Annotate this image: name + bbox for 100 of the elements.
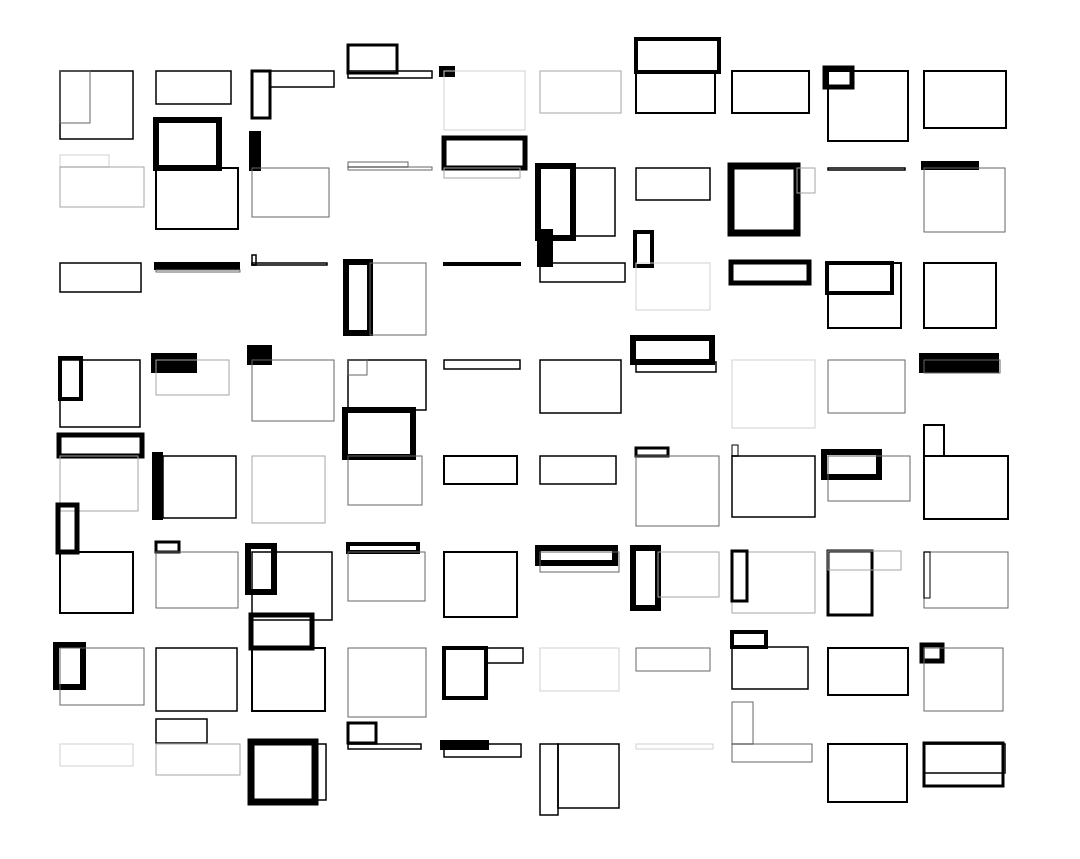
rectangle-outline: [635, 743, 714, 750]
filled-bar: [247, 345, 272, 365]
rectangle-outline: [247, 738, 319, 806]
rectangle-outline: [443, 70, 526, 131]
rectangle-outline: [727, 162, 801, 237]
rectangle-outline: [539, 647, 620, 692]
rectangle-outline: [827, 455, 911, 502]
rectangle-outline: [485, 647, 524, 664]
rectangle-outline: [250, 69, 272, 120]
rectangle-outline: [923, 551, 1009, 609]
rectangle-outline: [251, 359, 335, 422]
rectangle-outline: [635, 647, 711, 672]
rectangle-outline: [731, 701, 754, 745]
rectangle-outline: [635, 71, 716, 114]
rectangle-outline: [155, 551, 239, 609]
rectangle-outline: [369, 262, 427, 336]
rectangle-outline: [251, 455, 326, 524]
rectangle-outline: [314, 743, 327, 801]
rectangle-outline: [56, 432, 145, 459]
rectangle-outline: [251, 647, 326, 712]
rectangle-outline: [155, 269, 241, 273]
rectangle-outline: [827, 167, 906, 171]
rectangle-outline: [58, 356, 83, 401]
rectangle-outline: [539, 551, 620, 573]
rectangle-outline: [153, 117, 222, 171]
rectangle-outline: [59, 647, 145, 706]
rectangle-outline: [443, 262, 521, 266]
rectangle-outline: [730, 549, 749, 603]
rectangle-outline: [59, 154, 110, 168]
rectangle-outline: [635, 455, 720, 527]
rectangle-outline: [923, 359, 1001, 374]
rectangle-outline: [923, 167, 1006, 233]
rectangle-outline: [635, 262, 711, 311]
rectangle-outline: [59, 166, 145, 208]
rectangle-outline: [728, 259, 812, 286]
filled-bar: [152, 452, 163, 520]
rectangle-outline: [827, 262, 902, 329]
rectangle-outline: [155, 359, 230, 396]
rectangle-outline: [346, 43, 399, 75]
rectangle-outline: [634, 446, 670, 458]
rectangle-outline: [162, 455, 237, 519]
rectangle-outline: [923, 647, 1004, 712]
filled-bar: [154, 262, 240, 270]
rectangle-outline: [923, 70, 1007, 129]
rectangle-outline: [443, 743, 522, 758]
rectangle-outline: [923, 424, 945, 457]
rectangle-outline: [634, 37, 721, 74]
filled-bar: [440, 740, 489, 750]
rectangle-outline: [59, 743, 134, 767]
rectangle-outline: [827, 743, 908, 803]
rectangle-outline: [731, 359, 816, 429]
rectangle-outline: [443, 359, 521, 370]
rectangle-outline: [443, 551, 518, 618]
rectangle-outline: [347, 359, 427, 411]
rectangle-outline: [343, 259, 373, 336]
rectangle-outline: [539, 455, 617, 485]
rectangle-outline: [251, 262, 328, 266]
rectangle-outline: [635, 167, 711, 201]
filled-bar: [537, 229, 553, 267]
rectangle-outline: [347, 166, 433, 171]
rectangle-outline: [155, 70, 232, 105]
rectangle-outline: [347, 359, 368, 376]
rectangle-outline: [346, 721, 378, 745]
rectangle-outline: [248, 612, 315, 651]
rectangle-outline: [630, 545, 661, 611]
rectangle-outline: [731, 455, 816, 518]
rectangle-outline: [633, 230, 654, 268]
rectangle-outline: [825, 261, 894, 295]
rectangle-outline: [731, 646, 809, 690]
rectangle-outline: [155, 718, 208, 744]
rectangle-outline: [731, 70, 810, 114]
rectangle-outline: [539, 743, 559, 816]
rectangle-outline: [155, 647, 238, 712]
rectangle-outline: [922, 741, 1005, 788]
rectangle-outline: [342, 407, 416, 460]
rectangle-outline: [155, 743, 241, 776]
rectangle-outline: [441, 135, 528, 171]
rectangle-outline: [731, 551, 816, 614]
filled-bar: [249, 131, 261, 171]
rectangle-outline: [347, 743, 422, 750]
rectangle-outline: [55, 502, 80, 555]
rectangle-outline: [59, 359, 141, 428]
rectangle-outline: [347, 551, 426, 602]
rectangle-outline: [535, 545, 618, 566]
rectangle-outline: [539, 262, 626, 283]
rectangle-outline: [923, 551, 931, 599]
rectangle-outline: [796, 167, 816, 194]
rectangle-outline: [59, 551, 134, 614]
filled-bar: [921, 161, 979, 170]
rectangle-outline: [155, 167, 239, 230]
rectangle-outline: [347, 647, 427, 718]
rectangle-outline: [821, 449, 882, 480]
rectangle-outline: [572, 167, 616, 237]
rectangle-outline: [346, 542, 420, 554]
filled-bar: [439, 66, 455, 77]
rectangle-outline: [657, 551, 720, 598]
rectangle-outline: [557, 743, 620, 809]
rectangle-outline: [822, 65, 855, 90]
rectangle-outline: [59, 455, 139, 512]
rectangle-outline: [347, 455, 423, 506]
